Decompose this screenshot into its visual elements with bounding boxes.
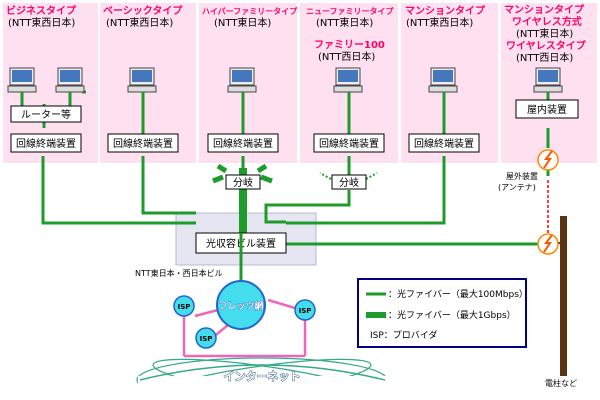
- router-box: [10, 105, 82, 123]
- pc-links: [20, 92, 550, 134]
- utility-pole: [560, 216, 567, 376]
- plan-subtitle: (NTT東西日本): [406, 16, 473, 29]
- legend-thick-label: ：光ファイバー（最大1Gbps）: [388, 309, 516, 321]
- onu-label: 回線終端装置: [319, 137, 379, 150]
- legend: ：光ファイバー（最大100Mbps） ：光ファイバー（最大1Gbps） ISP：…: [357, 278, 528, 348]
- onu-label: 回線終端装置: [113, 137, 173, 150]
- fiber-line: [41, 156, 196, 225]
- plan-subtitle: (NTT東日本): [516, 27, 573, 40]
- internet-label: インターネット: [224, 370, 301, 383]
- splitter-stub: [212, 174, 224, 184]
- plan-title-2: ファミリー100: [314, 39, 385, 51]
- legend-isp-label: ISP：プロバイダ: [370, 329, 437, 341]
- pole-label: 電柱など: [545, 378, 577, 388]
- plan-panel-mansion-wireless: マンションタイプ ワイヤレス方式 (NTT東日本) ワイヤレスタイプ (NTT西…: [501, 3, 597, 163]
- internet-arc: [139, 364, 386, 381]
- onu-box: [107, 133, 179, 153]
- plan-title: ベーシックタイプ: [103, 4, 183, 17]
- splitter-stubs: [212, 163, 273, 184]
- isp-label: ISP: [200, 335, 213, 343]
- plan-title: マンションタイプ: [504, 3, 585, 16]
- outdoor-unit-label: 屋外装置: [506, 171, 538, 181]
- flets-label: フレッツ網: [218, 300, 263, 312]
- pc-icon: [127, 67, 157, 93]
- building-caption: NTT東日本・西日本ビル: [135, 268, 223, 278]
- plan-title: ハイパーファミリータイプ: [202, 6, 298, 16]
- plan-title: ビジネスタイプ: [6, 4, 77, 17]
- pc-icon: [533, 67, 563, 93]
- splitter-label: 分岐: [339, 176, 359, 189]
- plan-subtitle-2: (NTT西日本): [318, 50, 375, 63]
- onu-box: [313, 133, 385, 153]
- antenna-icon: [537, 233, 559, 255]
- plan-subtitle: (NTT東西日本): [8, 16, 75, 29]
- splitter-stub: [260, 174, 273, 184]
- splitter-stub: [365, 172, 378, 180]
- isp-node-bg: [173, 295, 195, 317]
- fiber-line: [264, 190, 351, 224]
- plan-subtitle: (NTT東日本): [316, 16, 373, 29]
- outdoor-unit-sublabel: (アンテナ): [498, 183, 536, 192]
- plan-subtitle: (NTT東西日本): [106, 16, 173, 29]
- pc-icon: [428, 67, 458, 93]
- plan-title: マンションタイプ: [405, 4, 486, 17]
- pc-icon: [227, 67, 257, 93]
- plan-title-2: ワイヤレスタイプ: [506, 39, 587, 52]
- onu-box: [408, 133, 480, 153]
- isp-links: [182, 233, 307, 356]
- isp-node: ISP: [195, 327, 217, 349]
- antenna-icon: [537, 149, 559, 171]
- flets-cloud-bg: [216, 280, 266, 330]
- isp-label: ISP: [299, 307, 312, 315]
- onu-label: 回線終端装置: [414, 137, 474, 150]
- isp-node-bg: [195, 327, 217, 349]
- isp-link: [194, 308, 219, 318]
- onu-label: 回線終端装置: [213, 137, 273, 150]
- plan-title-line2: ワイヤレス方式: [512, 15, 582, 28]
- onu-box: [207, 133, 279, 153]
- fiber-line: [141, 156, 196, 215]
- flets-cloud: フレッツ網: [216, 280, 266, 330]
- isp-node-bg: [294, 299, 316, 321]
- router-label: ルーター等: [21, 108, 71, 121]
- splitter-stub: [216, 163, 228, 174]
- fiber-line: [286, 242, 550, 250]
- pc-icon: [7, 67, 37, 93]
- plan-subtitle: (NTT東日本): [214, 16, 271, 29]
- splitter-box: [331, 174, 367, 190]
- splitter-label: 分岐: [233, 176, 253, 189]
- onu-label: 回線終端装置: [16, 137, 76, 150]
- legend-thin-label: ：光ファイバー（最大100Mbps）: [388, 288, 528, 300]
- isp-node: ISP: [294, 299, 316, 321]
- isp-link: [267, 298, 296, 310]
- plan-title: ニューファミリータイプ: [306, 6, 395, 16]
- isp-label: ISP: [178, 303, 191, 311]
- onu-box: [10, 133, 82, 153]
- splitter-stub: [256, 163, 268, 174]
- fiber-line: [286, 156, 446, 225]
- indoor-unit-label: 屋内装置: [527, 103, 567, 116]
- splitter-stub: [319, 172, 332, 180]
- splitter-box: [225, 174, 261, 190]
- pc-icon: [333, 67, 363, 93]
- isp-node: ISP: [173, 295, 195, 317]
- pc-icon: [55, 67, 85, 93]
- internet-base: [138, 376, 388, 400]
- indoor-unit-box: [515, 99, 579, 119]
- plan-subtitle-2: (NTT西日本): [516, 51, 573, 64]
